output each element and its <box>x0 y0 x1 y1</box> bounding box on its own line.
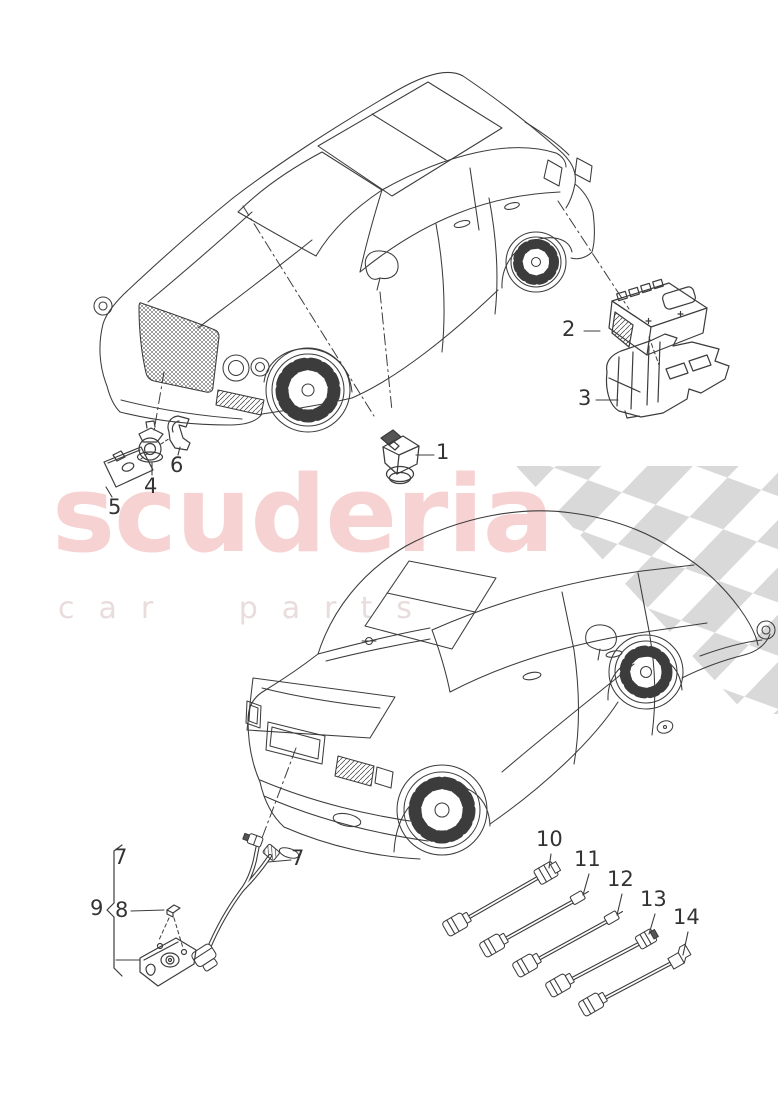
watermark-brand-text: scuderia <box>52 453 554 576</box>
watermark-subtitle-text: car parts <box>58 591 436 626</box>
callout-10: 10 <box>536 827 563 851</box>
part-camera-4 <box>136 420 164 463</box>
callout-13: 13 <box>640 887 667 911</box>
callout-5: 5 <box>108 495 122 519</box>
part-cable-13 <box>545 928 659 998</box>
part-cable-12 <box>512 910 624 978</box>
checkered-flag <box>516 466 778 714</box>
part-cable-14 <box>578 943 692 1017</box>
front-vehicle-illustration <box>93 72 595 433</box>
callout-3: 3 <box>578 386 592 410</box>
callout-6: 6 <box>170 453 184 477</box>
rear-vehicle-illustration <box>245 510 776 860</box>
callout-11: 11 <box>574 847 601 871</box>
callout-7b: 7 <box>291 846 305 870</box>
line-art <box>93 72 776 1017</box>
callout-1: 1 <box>436 440 450 464</box>
part-cover-plate-5 <box>103 446 154 488</box>
part-cable-10 <box>442 861 562 937</box>
leader-lines-solid <box>105 330 689 977</box>
callout-7a: 7 <box>114 845 128 869</box>
callout-14: 14 <box>673 905 700 929</box>
part-camera-1 <box>380 429 420 485</box>
part-control-module-2 <box>608 278 708 356</box>
part-bracket-6 <box>167 415 191 451</box>
part-plate-camera-assembly <box>139 937 197 987</box>
callout-8: 8 <box>115 898 129 922</box>
callout-12: 12 <box>607 867 634 891</box>
part-cable-11 <box>479 890 590 958</box>
part-clip-8 <box>166 904 181 918</box>
leader-lines-dashdot <box>140 200 660 949</box>
part-cable-7 <box>191 832 280 972</box>
callout-4: 4 <box>144 474 158 498</box>
callout-2: 2 <box>562 317 576 341</box>
callout-9: 9 <box>90 896 104 920</box>
